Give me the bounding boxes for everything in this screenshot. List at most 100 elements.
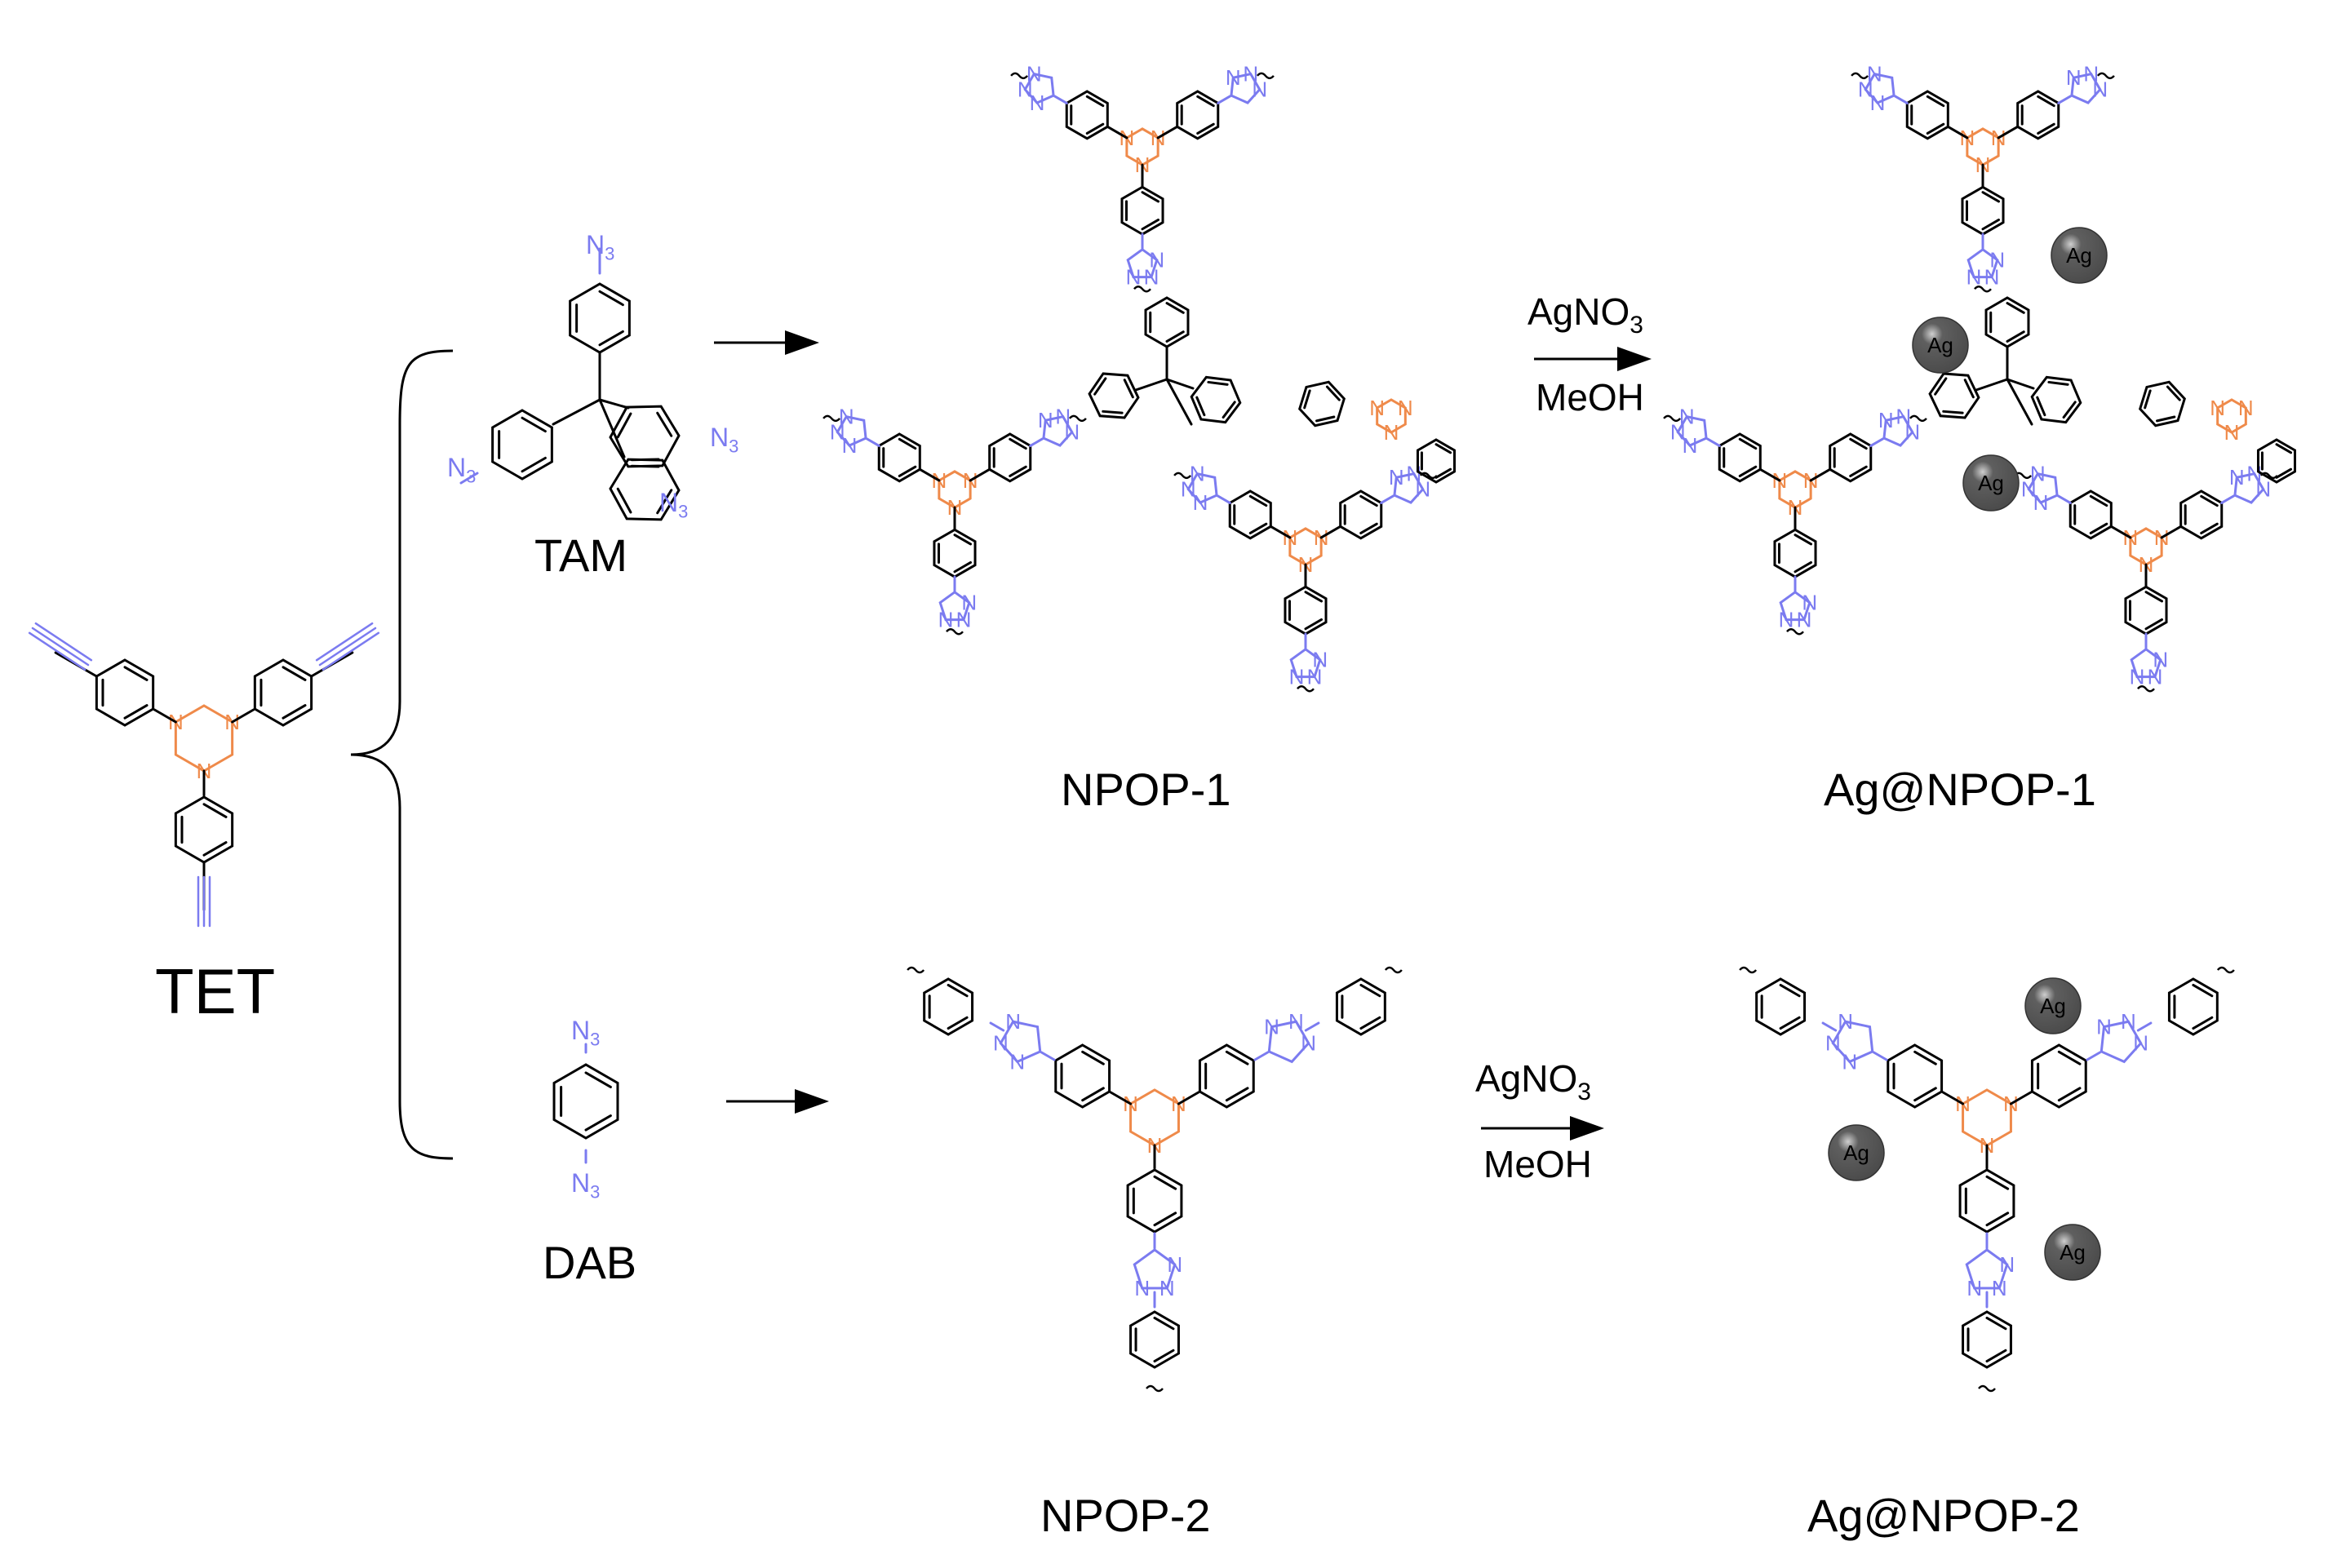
ring-double-bond: [656, 411, 673, 437]
ring-double-bond: [1981, 218, 2001, 231]
triazine-ring: [1376, 398, 1407, 434]
ring-double-bond: [1913, 1087, 1937, 1102]
benzene-ring: [2068, 489, 2113, 540]
triazole-ring: NNN: [1858, 62, 1896, 115]
ag-particle-label: Ag: [1927, 333, 1953, 357]
benzene-ring: [2016, 90, 2060, 140]
ring-outline: [1755, 977, 1807, 1036]
ag-nanoparticle: Ag: [2024, 977, 2082, 1034]
ring-double-bond: [1325, 385, 1341, 401]
triazole-nitrogen: N: [938, 608, 954, 632]
ring-outline: [1905, 90, 1949, 140]
ring-outline: [1176, 90, 1220, 140]
triazole-nitrogen: N: [1797, 608, 1812, 632]
wavy-bond: [1384, 966, 1403, 974]
dab-molecule: [552, 1043, 619, 1164]
triazole-nitrogen: N: [1779, 608, 1794, 632]
triazole-nitrogen: N: [1252, 78, 1267, 102]
ring-outline: [1298, 380, 1346, 427]
wavy-bond: [1068, 414, 1087, 423]
triazine-nitrogen: N: [2238, 396, 2254, 420]
triazole-ring: NNN: [938, 591, 978, 632]
ring-double-bond: [2200, 494, 2219, 507]
ring-double-bond: [521, 416, 547, 433]
triazole-nitrogen: N: [1134, 1276, 1150, 1300]
ring-double-bond: [1009, 465, 1027, 477]
benzene-ring: [1962, 1310, 2012, 1369]
npop2-label: NPOP-2: [1040, 1490, 1211, 1541]
benzene-ring: [1144, 296, 1190, 348]
wavy-bond: [907, 966, 925, 974]
ring-double-bond: [2047, 380, 2069, 386]
ring-double-bond: [1738, 437, 1758, 450]
ring-outline: [569, 282, 631, 354]
ring-double-bond: [1934, 377, 1948, 396]
bond: [598, 398, 630, 410]
benzene-ring: [95, 658, 155, 727]
tet-molecule: NNN: [28, 622, 380, 928]
ring-double-bond: [656, 489, 673, 515]
benzene-ring: [2124, 585, 2168, 636]
triazole-nitrogen: N: [1683, 433, 1698, 458]
ag-nanoparticle: Ag: [1912, 317, 1969, 374]
triazole-nitrogen: N: [1992, 1276, 2007, 1300]
triazole-nitrogen: N: [2092, 78, 2108, 102]
wavy-bond: [1786, 628, 1804, 636]
benzene-ring: [2179, 489, 2224, 540]
ring-outline: [1198, 1043, 1255, 1109]
triazole-outline: [1676, 414, 1708, 447]
benzene-ring: [988, 432, 1032, 483]
benzene-ring: [1298, 380, 1346, 427]
alkyne-bond: [31, 627, 90, 667]
ring-double-bond: [616, 412, 632, 439]
triazine-nitrogen: N: [1398, 396, 1413, 420]
ring-outline: [1228, 489, 1272, 540]
ring-double-bond: [1942, 410, 1964, 414]
ring-outline: [2068, 489, 2113, 540]
benzene-ring: [933, 528, 977, 578]
wavy-bond: [1909, 414, 1927, 423]
ring-double-bond: [1153, 1175, 1177, 1190]
triazole-ring: NNN: [1966, 248, 2006, 290]
ag-nanoparticle: Ag: [1962, 454, 2020, 512]
benzene-ring: [552, 1063, 619, 1140]
ag-npop2-label: Ag@NPOP-2: [1807, 1490, 2080, 1541]
ring-double-bond: [1304, 591, 1324, 603]
bond: [1869, 437, 1884, 447]
bond: [1809, 467, 1832, 482]
triazole-nitrogen: N: [1858, 78, 1873, 102]
ag-nanoparticle: Ag: [1828, 1124, 1885, 1181]
triazole-outline: [938, 590, 971, 622]
bond: [989, 1021, 1005, 1032]
ag-npop1-label: Ag@NPOP-1: [1824, 764, 2096, 815]
triazole-nitrogen: N: [956, 608, 972, 632]
ring-double-bond: [1102, 410, 1124, 414]
ring-outline: [609, 458, 681, 521]
ag-particle-label: Ag: [2060, 1240, 2086, 1265]
ring-double-bond: [1093, 377, 1107, 396]
benzene-ring: [1718, 432, 1762, 483]
ring-double-bond: [1985, 1349, 2007, 1363]
bond: [1134, 378, 1168, 392]
ring-double-bond: [2166, 385, 2181, 401]
triazole-outline: [1966, 247, 1999, 279]
benzene-ring: [1339, 489, 1383, 540]
bond: [1304, 1021, 1320, 1032]
bond: [2160, 525, 2183, 539]
bond: [918, 467, 941, 482]
ring-outline: [1958, 1168, 2015, 1234]
wavy-bond: [2137, 685, 2155, 693]
triazole-nitrogen: N: [2229, 465, 2245, 489]
triazine-nitrogen: N: [1384, 420, 1399, 445]
ring-double-bond: [1985, 1316, 2007, 1331]
reagent-label-top: AgNO3: [1528, 290, 1643, 339]
triazole-nitrogen: N: [1679, 405, 1695, 429]
benzene-ring: [1961, 185, 2005, 236]
